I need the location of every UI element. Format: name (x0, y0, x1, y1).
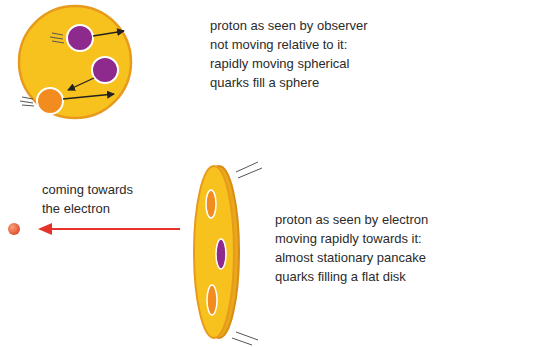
electron (8, 223, 20, 235)
sphere-proton (19, 6, 131, 118)
motion-arrow (40, 228, 180, 230)
direction-label: coming towards the electron (42, 180, 148, 218)
sphere-caption: proton as seen by observer not moving re… (210, 16, 388, 92)
pancake-caption: proton as seen by electron moving rapidl… (275, 210, 453, 286)
pancake-proton (194, 162, 262, 345)
